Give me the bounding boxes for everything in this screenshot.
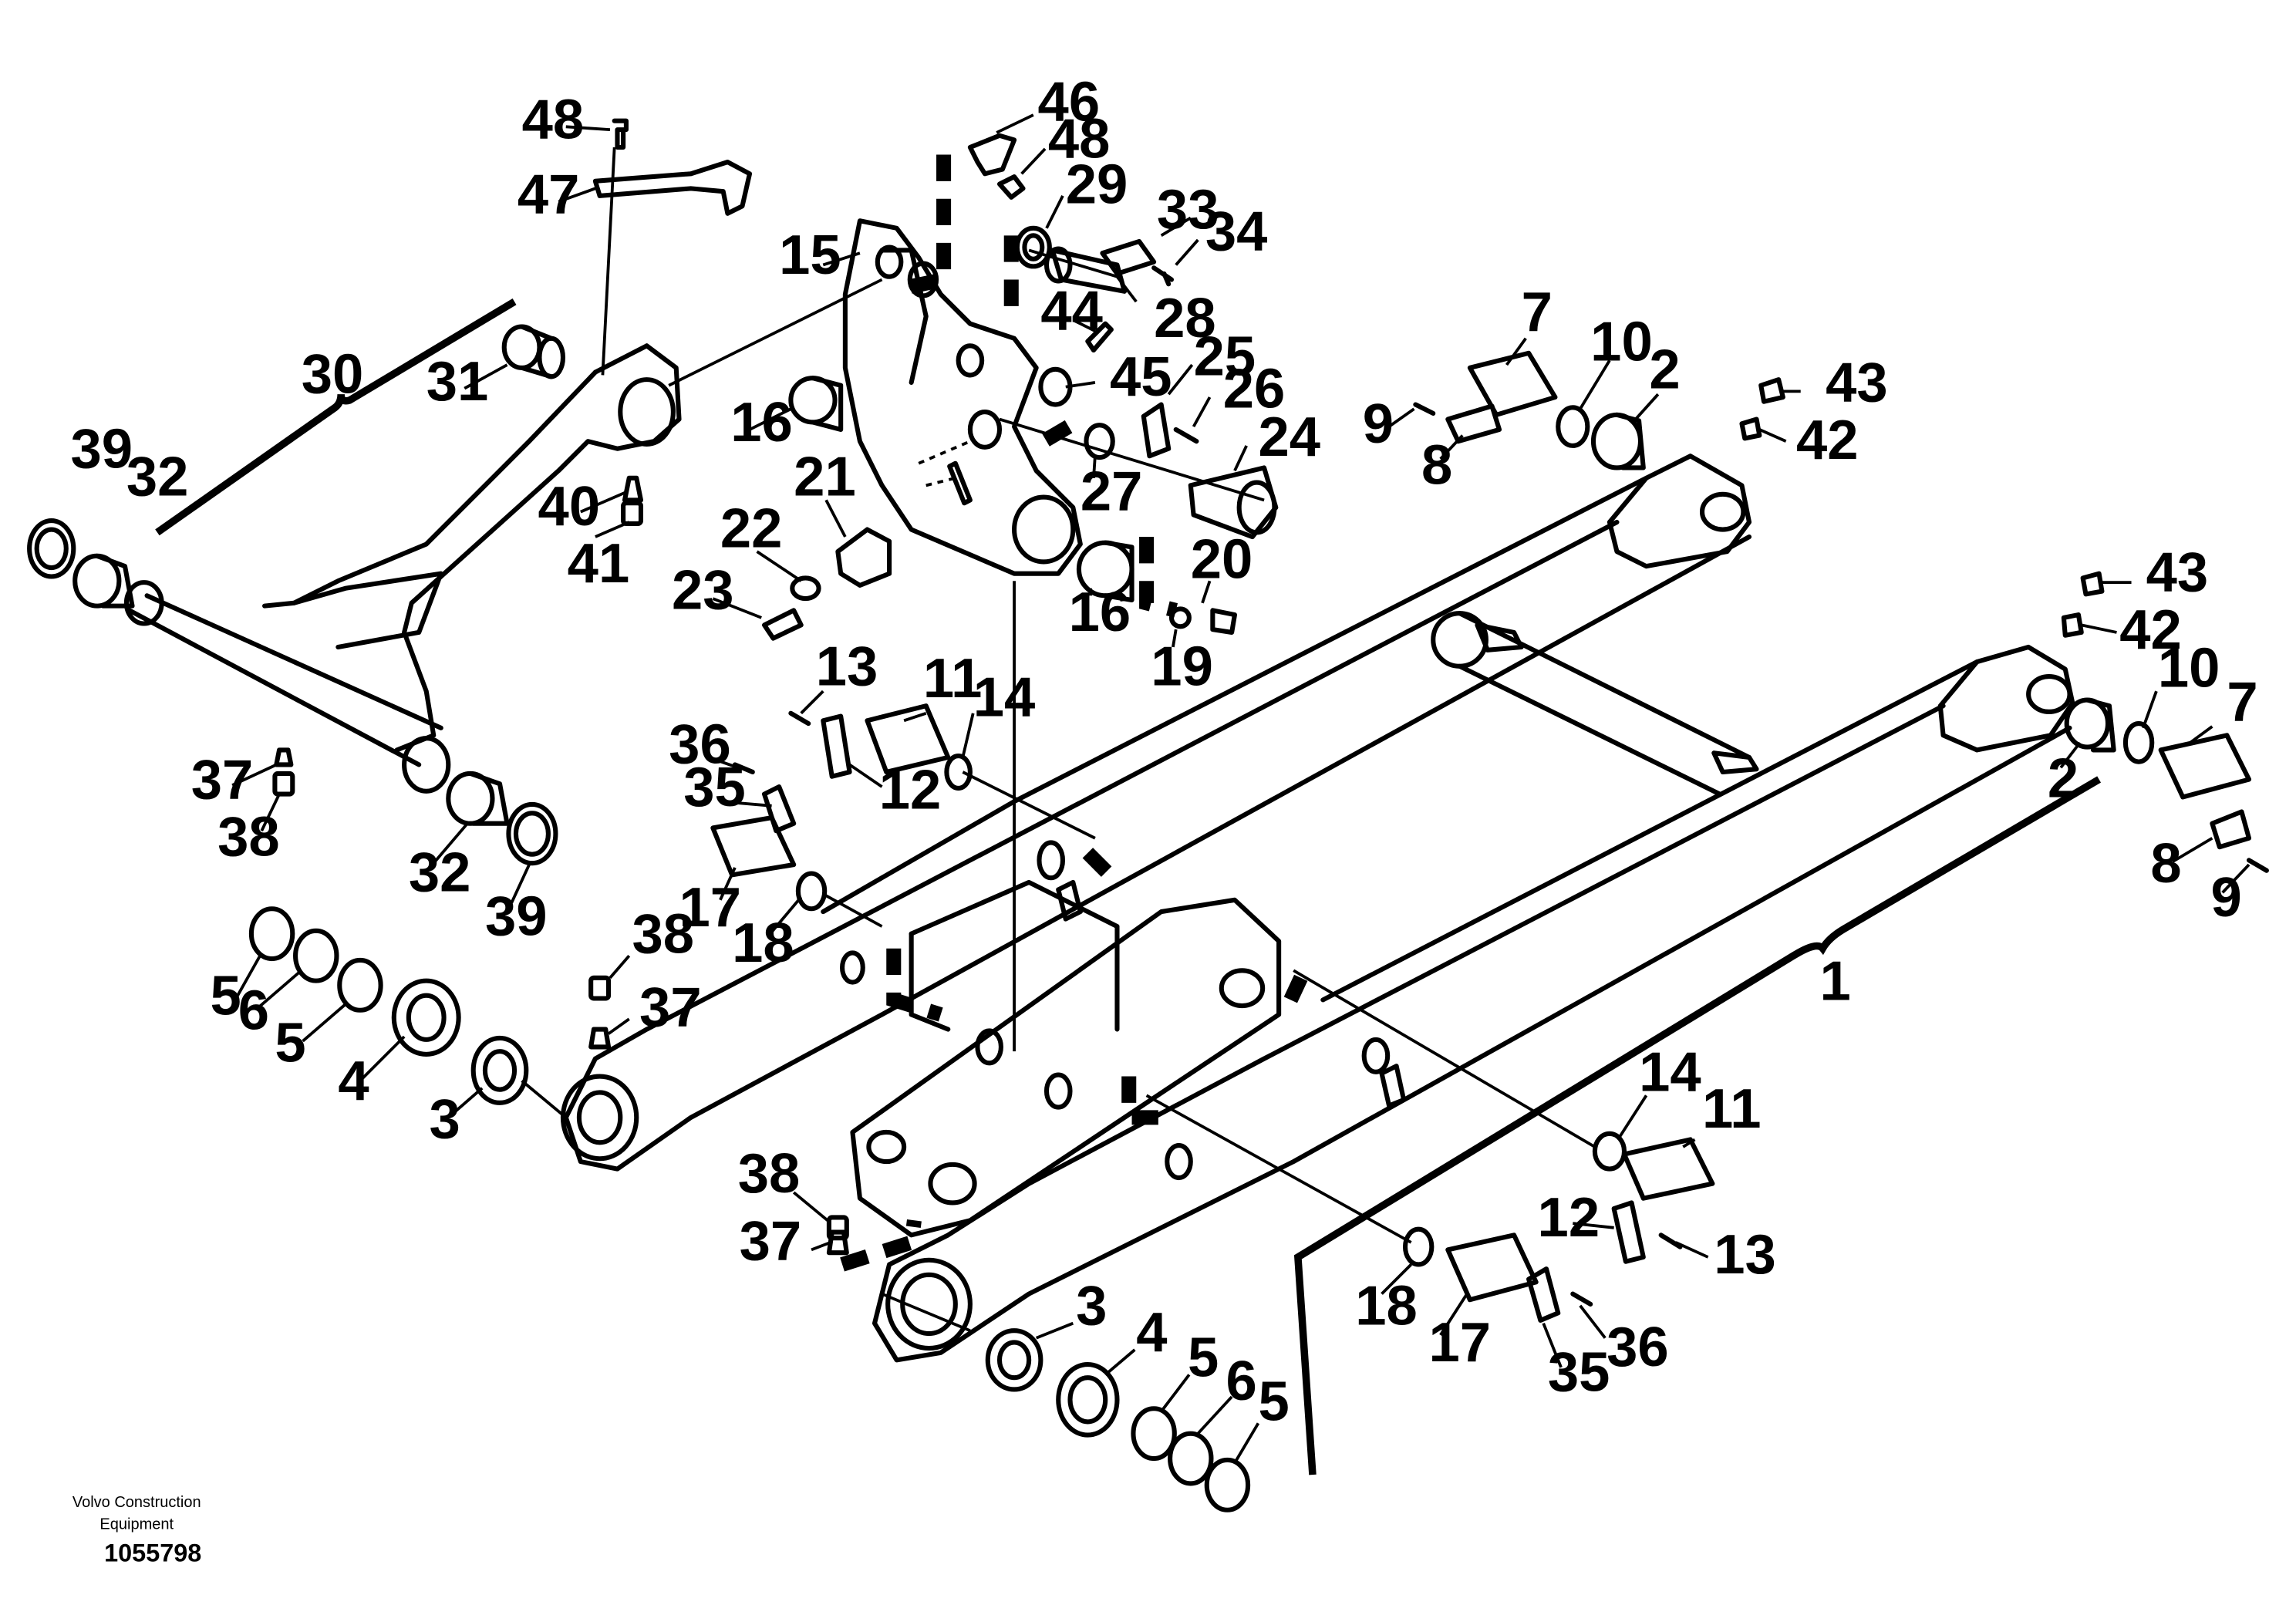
callout-35: 35: [683, 756, 746, 818]
callout-20: 20: [1191, 528, 1253, 590]
braces: [155, 298, 2102, 1475]
callout-28: 28: [1154, 287, 1216, 349]
callout-45: 45: [1110, 346, 1172, 408]
callout-44: 44: [1040, 279, 1103, 342]
callout-8: 8: [2150, 832, 2181, 895]
callout-43: 43: [1826, 352, 1888, 414]
boom-assembly: [560, 454, 2075, 1363]
callout-32: 32: [409, 841, 471, 903]
callout-19: 19: [1151, 636, 1213, 698]
callout-23: 23: [672, 558, 734, 621]
callout-22: 22: [720, 497, 783, 559]
callout-4: 4: [338, 1050, 369, 1112]
callout-5: 5: [1258, 1370, 1289, 1432]
callout-47: 47: [518, 164, 580, 226]
callout-36: 36: [1607, 1316, 1669, 1378]
callout-14: 14: [973, 666, 1036, 729]
callout-35: 35: [1548, 1340, 1610, 1403]
callout-7: 7: [2227, 670, 2257, 733]
callout-14: 14: [1639, 1041, 1701, 1104]
callout-43: 43: [2146, 541, 2209, 604]
callout-2: 2: [1649, 339, 1680, 401]
callout-2: 2: [2048, 747, 2079, 809]
drawing-number: 1055798: [104, 1539, 201, 1566]
callout-10: 10: [1590, 310, 1653, 373]
callout-41: 41: [568, 532, 630, 595]
callout-34: 34: [1205, 200, 1268, 262]
callout-36: 36: [669, 713, 731, 776]
callout-37: 37: [191, 748, 254, 811]
loose-parts: [27, 118, 2269, 1512]
callout-6: 6: [1226, 1350, 1257, 1412]
callout-9: 9: [1363, 393, 1394, 455]
callout-37: 37: [639, 976, 702, 1039]
callout-33: 33: [1157, 178, 1219, 241]
callout-39: 39: [70, 417, 133, 480]
callout-8: 8: [1421, 433, 1452, 496]
brace-part-1: [1293, 776, 2102, 1475]
callout-46: 46: [1038, 71, 1101, 133]
callout-13: 13: [816, 636, 878, 698]
callout-37: 37: [740, 1210, 802, 1273]
brace-part-30: [155, 298, 517, 536]
callout-5: 5: [211, 964, 241, 1027]
callout-32: 32: [126, 446, 189, 508]
callout-6: 6: [238, 980, 269, 1042]
manufacturer-line-1: Volvo Construction: [72, 1494, 201, 1511]
callout-21: 21: [794, 446, 856, 508]
callout-1: 1: [1819, 949, 1850, 1012]
link-arm-part-30: [123, 343, 682, 794]
callout-16: 16: [730, 391, 793, 454]
callout-18: 18: [732, 912, 794, 974]
callout-5: 5: [1188, 1326, 1219, 1388]
callout-5: 5: [275, 1011, 305, 1074]
callout-7: 7: [1522, 281, 1553, 343]
callout-42: 42: [2119, 599, 2182, 661]
callout-13: 13: [1714, 1223, 1776, 1286]
callout-38: 38: [217, 806, 280, 868]
callout-10: 10: [2158, 636, 2220, 699]
callout-4: 4: [1136, 1301, 1167, 1364]
callout-11: 11: [1702, 1077, 1762, 1140]
callout-48: 48: [1048, 107, 1111, 170]
callout-38: 38: [632, 902, 695, 965]
callout-12: 12: [1538, 1186, 1600, 1249]
callout-17: 17: [1429, 1311, 1492, 1374]
callout-15: 15: [779, 224, 841, 286]
footer-block: Volvo Construction Equipment 1055798: [72, 1494, 201, 1567]
callout-30: 30: [302, 342, 364, 405]
callout-38: 38: [738, 1142, 801, 1205]
callout-27: 27: [1081, 460, 1143, 523]
callout-48: 48: [522, 89, 585, 151]
assembly-dash-lines: [840, 154, 1308, 1272]
callout-42: 42: [1796, 409, 1859, 471]
callout-3: 3: [1076, 1275, 1107, 1337]
callout-40: 40: [538, 475, 601, 538]
callout-25: 25: [1194, 325, 1256, 387]
callout-24: 24: [1258, 406, 1320, 468]
manufacturer-line-2: Equipment: [99, 1516, 174, 1533]
callout-18: 18: [1355, 1275, 1418, 1337]
callout-39: 39: [485, 885, 548, 948]
callout-11: 11: [923, 647, 983, 710]
callout-17: 17: [679, 876, 742, 939]
callout-16: 16: [1069, 581, 1131, 643]
callout-3: 3: [430, 1088, 460, 1151]
callout-29: 29: [1066, 153, 1128, 215]
callout-12: 12: [879, 759, 942, 821]
callout-31: 31: [426, 350, 489, 413]
leader-lines: [231, 113, 2250, 1464]
callout-9: 9: [2210, 866, 2241, 929]
callout-26: 26: [1223, 357, 1286, 420]
callout-labels: 48 47 46 48 29 33 34 15 28 44 25 26 45 2…: [70, 71, 2257, 1433]
